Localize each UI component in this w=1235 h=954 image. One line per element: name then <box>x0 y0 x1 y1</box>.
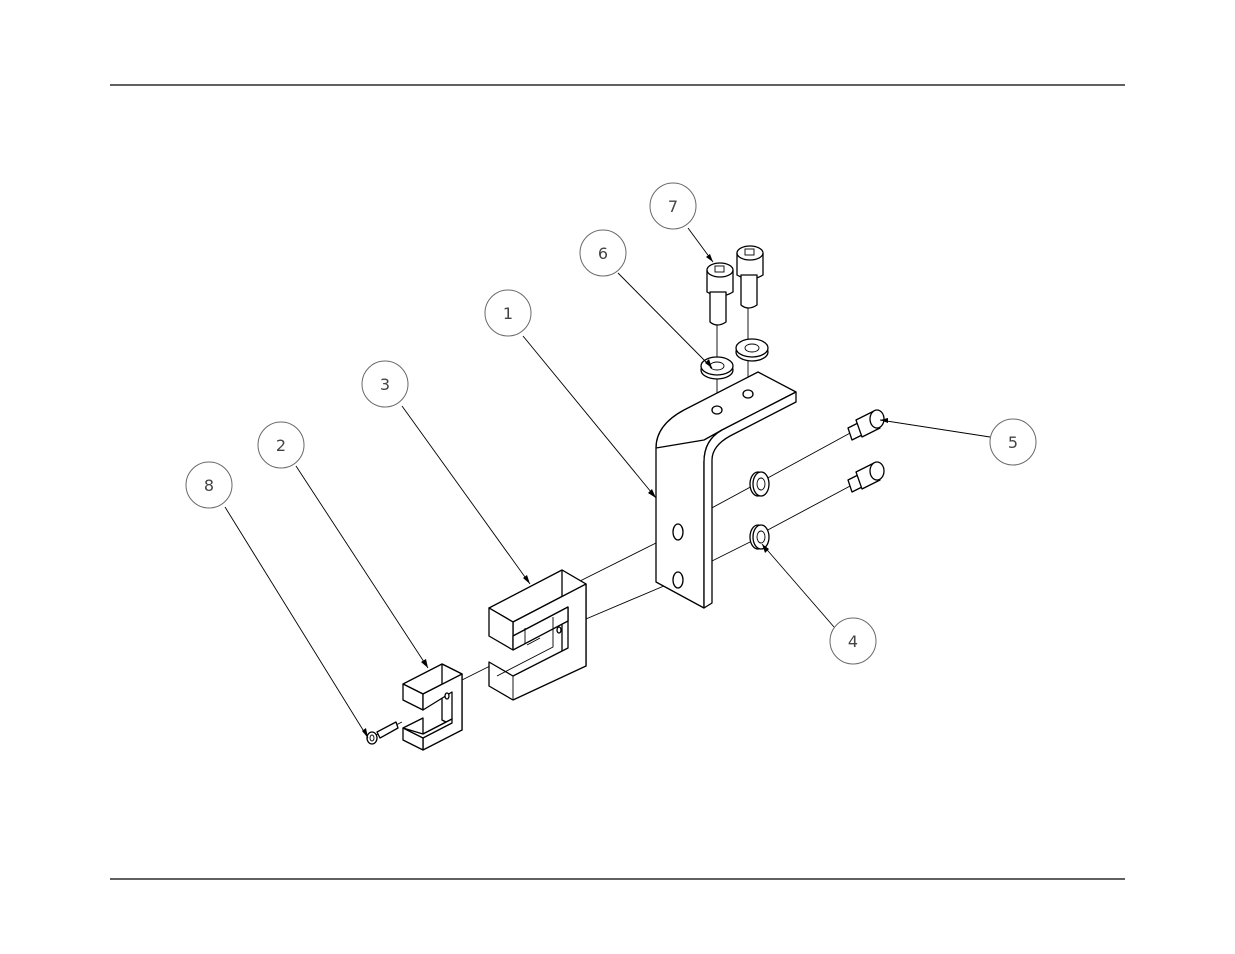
balloon-3-label: 3 <box>380 375 390 394</box>
balloon-1-label: 1 <box>503 304 513 323</box>
part-7-cap-screws <box>707 246 763 325</box>
balloon-3: 3 <box>362 361 408 407</box>
balloon-4: 4 <box>830 618 876 664</box>
balloon-6: 6 <box>580 230 626 276</box>
balloon-6-label: 6 <box>598 244 608 263</box>
part-1-l-bracket <box>656 372 796 608</box>
balloon-7-label: 7 <box>668 197 678 216</box>
part-3-large-clamp <box>489 570 586 700</box>
part-5-side-screws <box>848 410 884 492</box>
balloon-2-label: 2 <box>276 436 286 455</box>
part-4-side-washers <box>750 472 769 549</box>
part-8-small-screw <box>367 722 398 744</box>
part-2-small-clamp <box>403 664 462 750</box>
balloon-7: 7 <box>650 183 696 229</box>
balloon-5: 5 <box>990 419 1036 465</box>
balloon-8: 8 <box>186 462 232 508</box>
balloon-2: 2 <box>258 422 304 468</box>
balloon-4-label: 4 <box>848 632 858 651</box>
balloon-5-label: 5 <box>1008 433 1018 452</box>
balloon-1: 1 <box>485 290 531 336</box>
balloon-8-label: 8 <box>204 476 214 495</box>
